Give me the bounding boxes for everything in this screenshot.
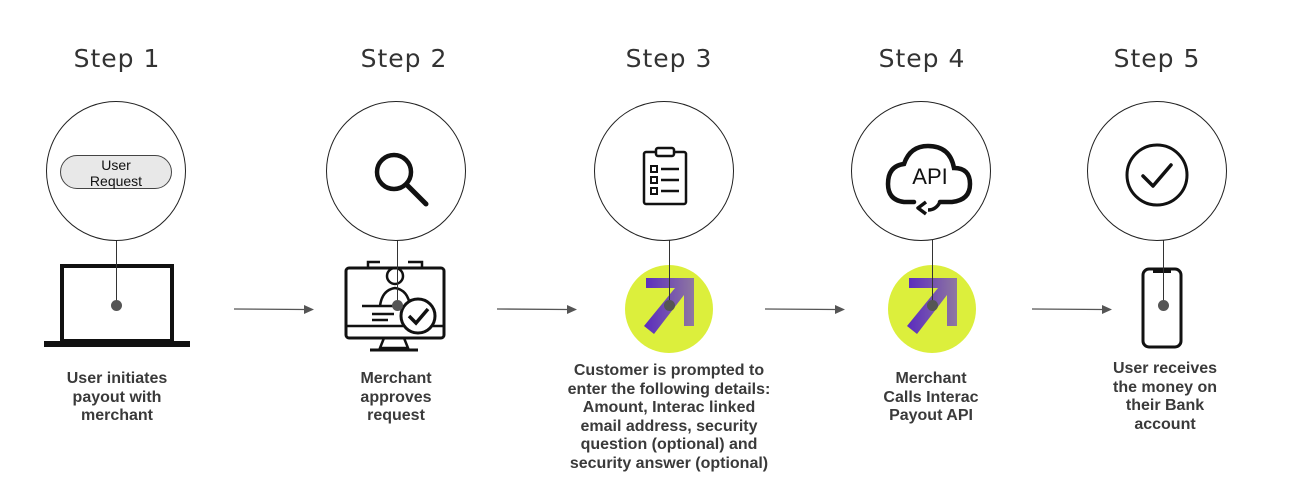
arrow-2-3 [496, 305, 577, 314]
step-5-description: User receives the money on their Bank ac… [1112, 360, 1218, 433]
laptop-icon [44, 264, 190, 347]
user-request-badge: User Request [60, 155, 172, 189]
smartphone-icon [1141, 267, 1183, 349]
step-5-connector [1163, 240, 1164, 305]
step-2-connector [397, 240, 398, 305]
step-2-description: Merchant approves request [360, 370, 432, 424]
step-4-dot [927, 300, 938, 311]
search-icon [374, 152, 429, 207]
arrow-1-2 [233, 305, 314, 314]
arrow-3-4 [764, 305, 845, 314]
clipboard-icon [642, 146, 688, 206]
step-2-circle [326, 101, 466, 241]
step-1-connector [116, 240, 117, 305]
step-5-title: Step 5 [1113, 44, 1201, 73]
api-cloud-icon: API [885, 143, 973, 216]
step-1-description: User initiates payout with merchant [66, 370, 168, 424]
step-1-dot [111, 300, 122, 311]
step-2-title: Step 2 [360, 44, 448, 73]
step-4-connector [932, 240, 933, 305]
api-label: API [912, 164, 947, 189]
arrow-4-5 [1031, 305, 1112, 314]
step-5-dot [1158, 300, 1169, 311]
step-3-description: Customer is prompted to enter the follow… [567, 362, 771, 472]
step-3-title: Step 3 [625, 44, 713, 73]
step-5-circle [1087, 101, 1227, 241]
step-3-connector [669, 240, 670, 305]
merchant-monitor-icon [344, 260, 446, 352]
step-4-description: Merchant Calls Interac Payout API [883, 370, 979, 424]
step-3-dot [664, 300, 675, 311]
checkmark-icon [1125, 143, 1189, 207]
step-2-dot [392, 300, 403, 311]
step-3-circle [594, 101, 734, 241]
step-1-title: Step 1 [73, 44, 161, 73]
step-4-title: Step 4 [878, 44, 966, 73]
